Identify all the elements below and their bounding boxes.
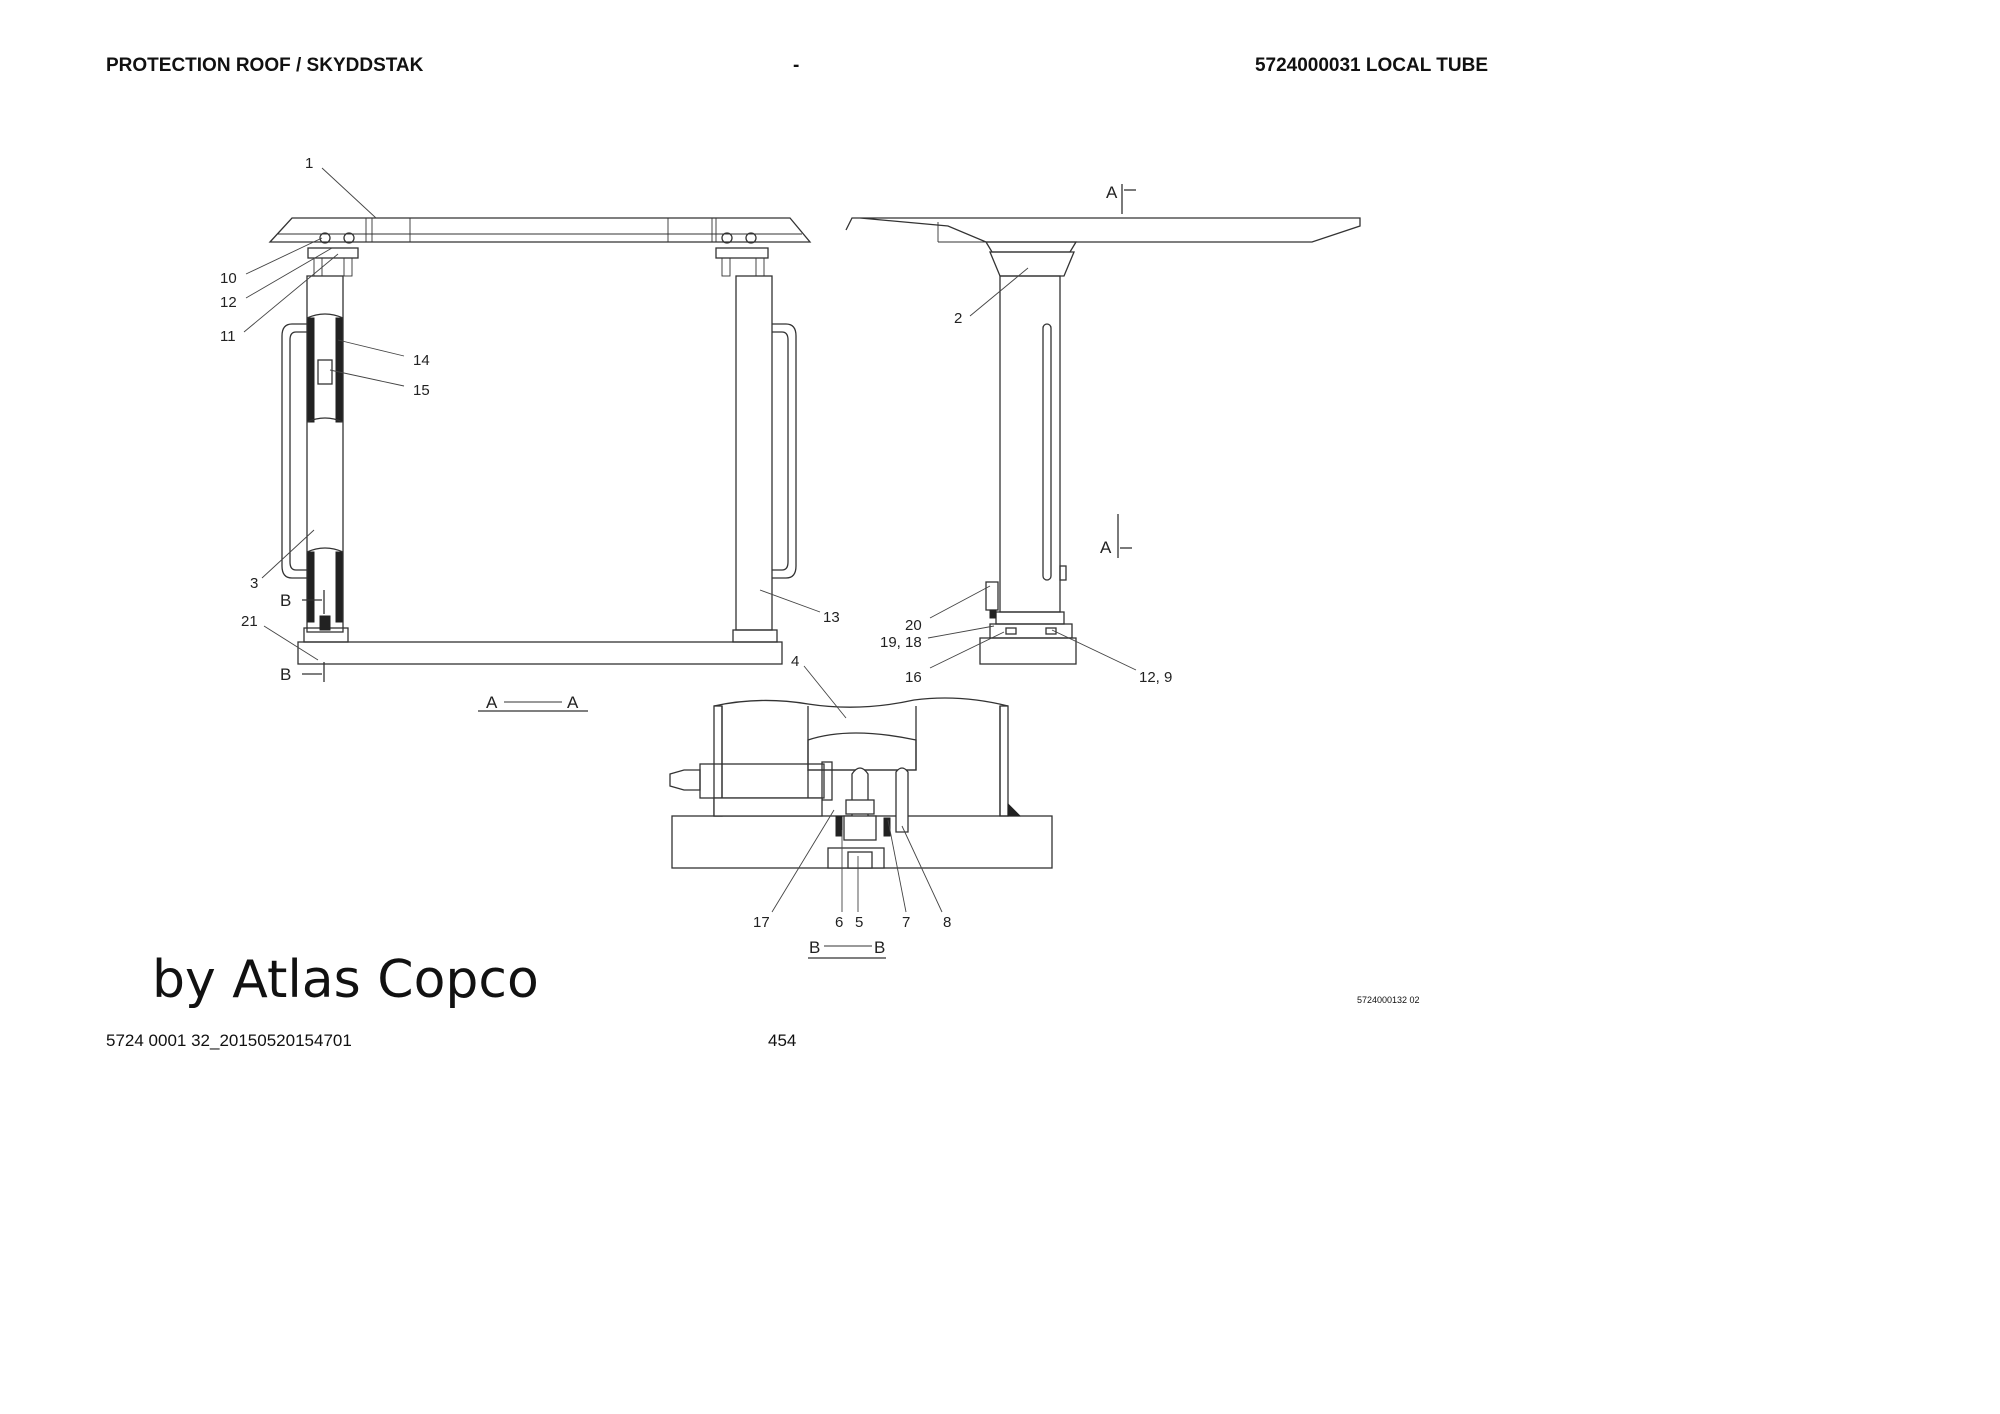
callout-12-9: 12, 9 [1139, 669, 1172, 686]
section-b-bottom: B [280, 665, 291, 684]
callout-6: 6 [835, 914, 843, 931]
section-b-top: B [280, 591, 291, 610]
section-labels: A A B B A A B B [280, 183, 1118, 957]
brand-watermark: by Atlas Copco [152, 950, 539, 1010]
callout-12: 12 [220, 294, 237, 311]
leader-lines [243, 167, 1137, 913]
callout-5: 5 [855, 914, 863, 931]
footer-doc-id: 5724 0001 32_20150520154701 [106, 1031, 352, 1050]
callout-1: 1 [305, 155, 313, 172]
side-view [845, 184, 1361, 665]
callout-19-18: 19, 18 [880, 634, 922, 651]
callout-2: 2 [954, 310, 962, 327]
section-bb-right: B [874, 938, 885, 957]
callout-21: 21 [241, 613, 258, 630]
callout-3: 3 [250, 575, 258, 592]
header-title: PROTECTION ROOF / SKYDDSTAK [106, 55, 424, 76]
detail-b-b [669, 697, 1053, 959]
page-number: 454 [768, 1031, 797, 1050]
callout-20: 20 [905, 617, 922, 634]
callout-13: 13 [823, 609, 840, 626]
drawing-number: 5724000132 02 [1357, 995, 1420, 1005]
section-aa-left: A [486, 693, 498, 712]
technical-drawing: 1 10 12 11 14 15 3 21 13 2 20 19, 18 16 … [220, 155, 1361, 959]
callout-labels: 1 10 12 11 14 15 3 21 13 2 20 19, 18 16 … [220, 155, 1172, 931]
callout-8: 8 [943, 914, 951, 931]
front-view [268, 217, 812, 682]
callout-7: 7 [902, 914, 910, 931]
section-aa-right: A [567, 693, 579, 712]
section-bb-left: B [809, 938, 820, 957]
callout-14: 14 [413, 352, 430, 369]
callout-11: 11 [220, 328, 236, 345]
header-part-number: 5724000031 LOCAL TUBE [1254, 55, 1488, 76]
section-a-top: A [1106, 183, 1118, 202]
callout-10: 10 [220, 270, 237, 287]
callout-17: 17 [753, 914, 770, 931]
section-a-mid: A [1100, 538, 1112, 557]
callout-16: 16 [905, 669, 922, 686]
callout-4: 4 [791, 653, 799, 670]
callout-15: 15 [413, 382, 430, 399]
header-separator: - [793, 55, 800, 76]
